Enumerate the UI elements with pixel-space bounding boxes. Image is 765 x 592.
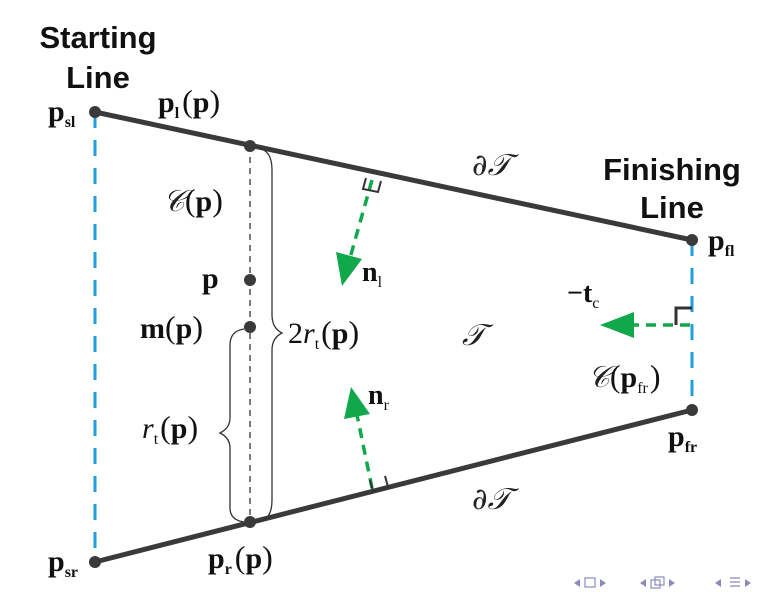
right-boundary-edge [94,407,693,565]
nav-slide-icon[interactable] [584,577,596,588]
point-p-l [244,140,256,152]
label-2rt: 2rt(p) [288,314,359,353]
point-p-sr [89,556,101,568]
normal-n-l-arrowhead [336,252,362,286]
label-p-l: pl(p) [158,83,220,122]
right-angle-top [361,177,382,194]
point-p-r [244,516,256,528]
point-p [244,274,256,286]
label-p-point: p [202,262,219,295]
normal-n-r-shaft [355,414,374,489]
label-p-sr: psr [48,545,78,581]
nav-prev-frame-icon[interactable] [640,579,646,587]
right-angle-finish [674,306,692,325]
label-boundary-bottom: ∂𝒯 [472,482,520,517]
brace-rt [218,328,245,523]
label-n-r: nr [368,380,390,414]
point-p-fl [686,234,698,246]
label-c-pfr: 𝒞(pfr) [588,358,661,397]
label-p-fr: pfr [668,420,697,456]
left-boundary-edge [94,109,693,243]
label-p-r: pr(p) [208,539,273,578]
label-minus-tc: −tc [567,278,599,312]
starting-line-label-1: Starting [39,20,156,55]
normal-n-l-shaft [348,179,374,259]
nav-prev-slide-icon[interactable] [574,579,580,587]
point-p-sl [89,106,101,118]
label-n-l: nl [362,257,383,291]
brace-2rt [257,147,284,523]
tangent-tc-arrowhead [600,312,634,338]
label-p-sl: psl [48,95,76,131]
label-rt: rt(p) [142,409,198,448]
finishing-line-label-1: Finishing [603,152,741,187]
label-track-T: 𝒯 [462,318,494,353]
label-boundary-top: ∂𝒯 [472,148,520,183]
right-angle-bottom [369,475,390,493]
nav-next-section-icon[interactable] [745,579,751,587]
slide-nav-icons[interactable] [574,576,751,589]
starting-line-label-2: Line [66,60,130,95]
finishing-line-label-2: Line [640,190,704,225]
label-c-of-p: 𝒞(p) [163,182,223,219]
label-m-of-p: m(p) [140,309,203,345]
nav-next-frame-icon[interactable] [669,579,675,587]
point-m-p [244,321,256,333]
label-p-fl: pfl [708,224,735,260]
nav-next-slide-icon[interactable] [600,579,606,587]
nav-frame-icon-b[interactable] [654,576,665,586]
nav-prev-section-icon[interactable] [715,579,721,587]
normal-n-r-arrowhead [344,387,370,419]
point-p-fr [686,404,698,416]
